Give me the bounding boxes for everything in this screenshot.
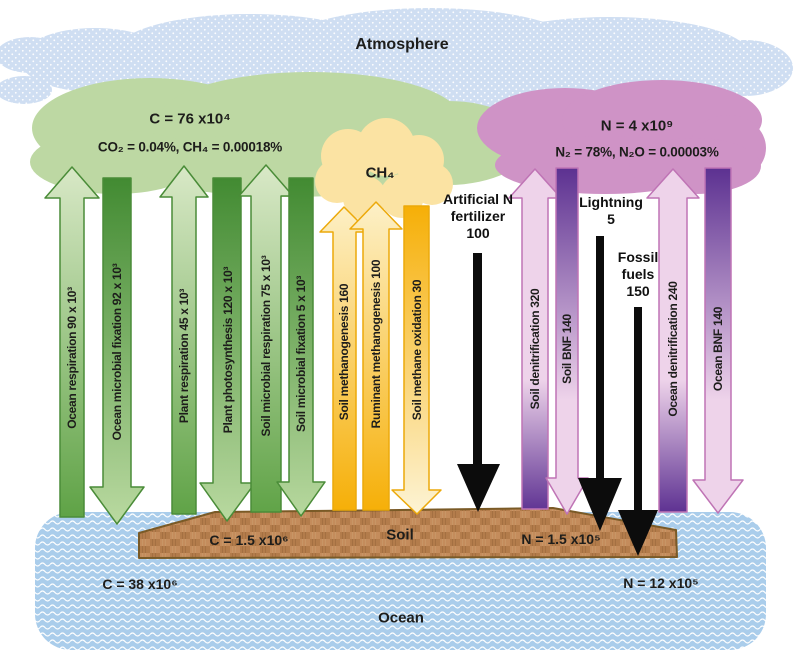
flux-label-soil-microbial-respiration: Soil microbial respiration 75 x 10³ — [259, 255, 273, 437]
arrow-plant-photosynthesis — [199, 177, 256, 522]
nitrogen-pool-atmosphere-value: N = 4 x10⁹ — [600, 117, 674, 135]
arrow-soil-methanogenesis — [319, 206, 370, 511]
arrow-artificial-n-fertilizer — [457, 253, 500, 512]
flux-label-soil-methane-oxidation: Soil methane oxidation 30 — [410, 279, 424, 421]
flux-label-ocean-microbial-fixation: Ocean microbial fixation 92 x 10³ — [110, 263, 124, 441]
flux-label-soil-methanogenesis: Soil methanogenesis 160 — [337, 283, 351, 421]
soil-carbon-pool-value: C = 1.5 x10⁶ — [209, 532, 289, 548]
flux-label-fossil-fuels: Fossil fuels 150 — [617, 249, 659, 299]
ocean-carbon-pool-value: C = 38 x10⁶ — [102, 576, 178, 592]
arrow-ruminant-methanogenesis — [349, 201, 403, 511]
ocean-label: Ocean — [378, 609, 424, 627]
flux-label-soil-denitrification: Soil denitrification 320 — [528, 288, 542, 410]
arrow-plant-respiration — [159, 165, 209, 515]
flux-label-ocean-respiration: Ocean respiration 90 x 10³ — [65, 287, 79, 429]
atmosphere-label: Atmosphere — [355, 36, 449, 53]
flux-label-lightning: Lightning 5 — [579, 194, 643, 227]
soil-label: Soil — [386, 526, 414, 544]
flux-label-artificial-n-fertilizer: Artificial N fertilizer 100 — [442, 191, 514, 241]
flux-label-plant-respiration: Plant respiration 45 x 10³ — [177, 288, 191, 424]
arrow-ocean-bnf — [692, 167, 744, 514]
methane-cloud-label: CH₄ — [365, 164, 395, 182]
methane-cloud — [315, 118, 453, 220]
arrow-soil-denitrification — [508, 168, 562, 510]
arrow-fossil-fuels — [618, 307, 658, 556]
soil-nitrogen-pool-value: N = 1.5 x10⁵ — [521, 531, 601, 547]
nitrogen-atmosphere-concentrations: N₂ = 78%, N₂O = 0.00003% — [555, 144, 719, 160]
arrow-soil-bnf — [545, 167, 589, 515]
arrow-soil-microbial-fixation — [276, 177, 326, 517]
soil-pool — [138, 507, 678, 559]
arrow-ocean-denitrification — [646, 168, 700, 513]
flux-label-plant-photosynthesis: Plant photosynthesis 120 x 10³ — [221, 266, 235, 434]
arrow-ocean-microbial-fixation — [89, 177, 145, 525]
flux-label-ocean-denitrification: Ocean denitrification 240 — [666, 281, 680, 417]
arrow-ocean-respiration — [44, 166, 100, 518]
flux-label-ocean-bnf: Ocean BNF 140 — [711, 306, 725, 392]
arrow-lightning — [578, 236, 622, 531]
carbon-pool-atmosphere-value: C = 76 x10⁴ — [149, 110, 231, 128]
flux-label-soil-bnf: Soil BNF 140 — [560, 314, 574, 384]
ocean-nitrogen-pool-value: N = 12 x10⁵ — [623, 575, 699, 591]
arrow-soil-microbial-respiration — [238, 164, 294, 513]
carbon-atmosphere-concentrations: CO₂ = 0.04%, CH₄ = 0.00018% — [97, 139, 283, 155]
flux-label-soil-microbial-fixation: Soil microbial fixation 5 x 10³ — [294, 275, 308, 433]
arrow-soil-methane-oxidation — [391, 205, 442, 515]
nitrogen-cloud — [477, 80, 766, 194]
flux-label-ruminant-methanogenesis: Ruminant methanogenesis 100 — [369, 259, 383, 429]
